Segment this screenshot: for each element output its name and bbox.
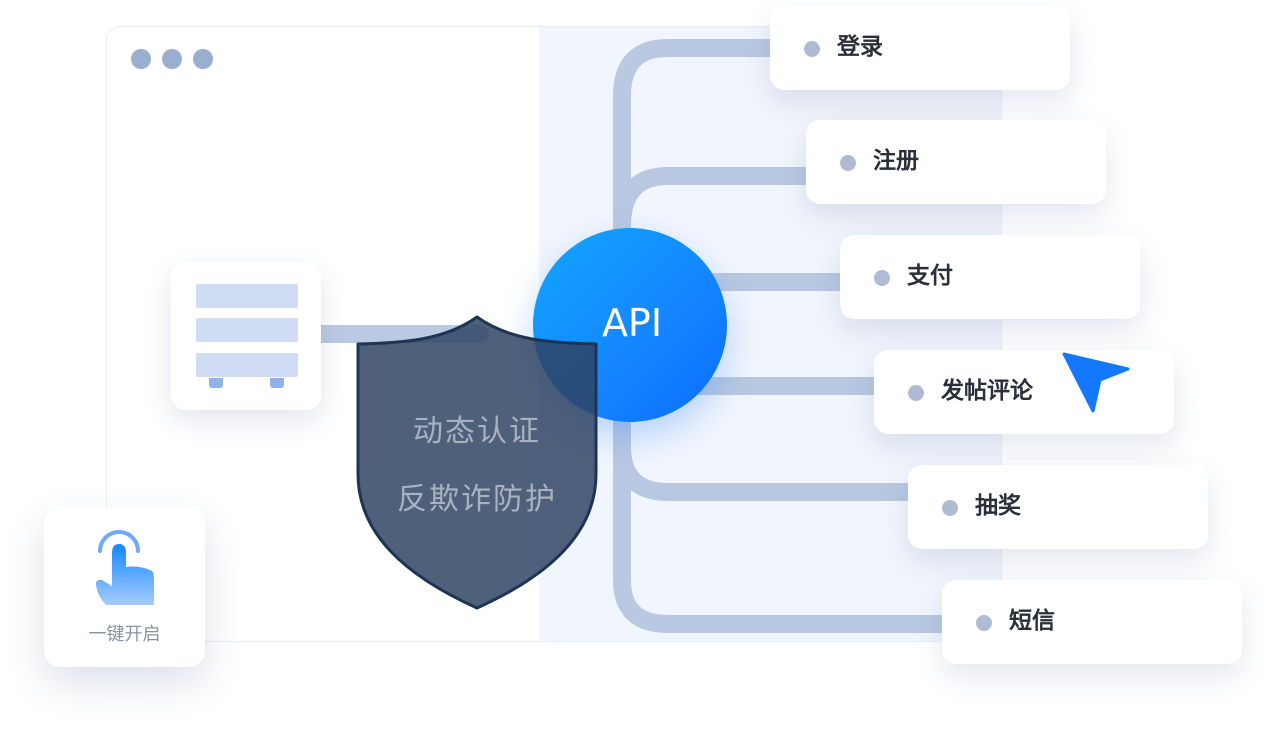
bullet-icon: [804, 41, 820, 57]
window-controls: [131, 49, 213, 69]
bullet-icon: [840, 155, 856, 171]
function-label: 短信: [1009, 608, 1055, 634]
bullet-icon: [908, 385, 924, 401]
window-dot-icon[interactable]: [162, 49, 182, 69]
function-label: 注册: [873, 148, 919, 174]
server-bar: [196, 353, 298, 377]
function-label: 支付: [907, 263, 953, 289]
shield-icon: [356, 315, 598, 610]
bullet-icon: [874, 270, 890, 286]
pointer-arrow-icon: [1062, 352, 1130, 413]
window-dot-icon[interactable]: [131, 49, 151, 69]
one-click-enable-button[interactable]: 一键开启: [44, 507, 205, 667]
api-label: API: [601, 301, 663, 345]
function-card-login[interactable]: 登录: [770, 6, 1070, 90]
function-card-pay[interactable]: 支付: [840, 235, 1140, 319]
shield-line-auth: 动态认证: [413, 414, 541, 449]
function-card-lottery[interactable]: 抽奖: [908, 465, 1208, 549]
link-register: [613, 167, 819, 235]
function-card-sms[interactable]: 短信: [942, 580, 1242, 664]
window-dot-icon[interactable]: [193, 49, 213, 69]
function-label: 发帖评论: [941, 378, 1033, 404]
bullet-icon: [976, 615, 992, 631]
one-click-enable-label: 一键开启: [88, 624, 161, 645]
server-card: [171, 262, 321, 410]
server-foot: [270, 378, 284, 388]
tap-hand-icon: [95, 530, 154, 605]
server-bar: [196, 284, 298, 308]
function-card-register[interactable]: 注册: [806, 120, 1106, 204]
function-label: 登录: [837, 34, 883, 60]
api-hub: API: [533, 228, 727, 422]
shield-line-fraud: 反欺诈防护: [397, 482, 557, 517]
server-bar: [196, 318, 298, 342]
bullet-icon: [942, 500, 958, 516]
link-lottery: [613, 437, 929, 501]
server-foot: [209, 378, 223, 388]
function-label: 抽奖: [975, 493, 1021, 519]
function-card-post-comment[interactable]: 发帖评论: [874, 350, 1174, 434]
